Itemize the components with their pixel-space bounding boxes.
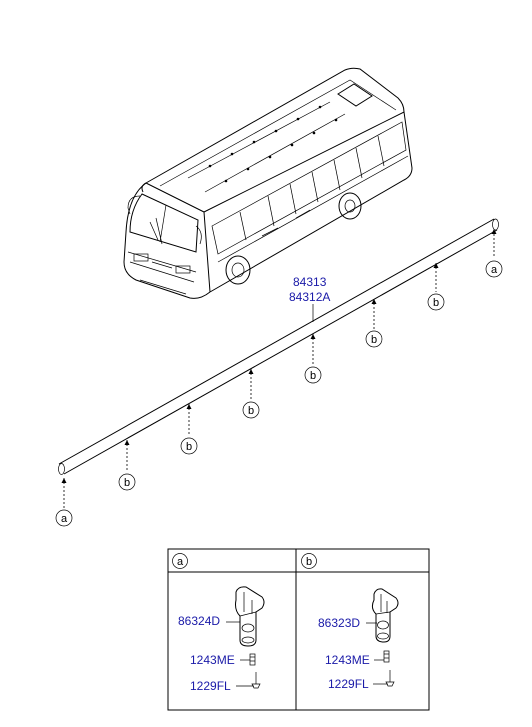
screw-a [251, 672, 261, 689]
callout-a-left: a [55, 478, 73, 527]
part-number-84312A: 84312A [289, 290, 330, 304]
detail-a-panel: a 86324D 1243ME 1229FL [172, 553, 265, 693]
callout-letter: b [371, 334, 377, 346]
callout-b-4: b [242, 369, 260, 419]
detail-a-letter: a [177, 556, 184, 568]
callout-b-6: b [118, 440, 136, 491]
part-number-1229FL-a: 1229FL [190, 679, 231, 693]
callout-b-3: b [304, 334, 322, 384]
part-number-86324D: 86324D [178, 614, 220, 628]
detail-table [167, 548, 430, 711]
rear-wheel [338, 192, 362, 220]
callout-letter: a [491, 264, 498, 276]
part-number-1243ME-a: 1243ME [190, 653, 235, 667]
bolt-a [249, 653, 256, 666]
part-number-1243ME-b: 1243ME [325, 653, 370, 667]
clip-bracket-b [371, 588, 399, 643]
screw-b [385, 670, 395, 687]
bus-illustration [123, 67, 413, 299]
callout-letter: b [433, 297, 439, 309]
clip-bracket-a [235, 586, 265, 647]
part-number-86323D: 86323D [318, 616, 360, 630]
callout-letter: b [124, 477, 130, 489]
roof-rail-fixings [208, 105, 338, 183]
detail-b-letter: b [306, 556, 312, 568]
part-number-1229FL-b: 1229FL [328, 677, 369, 691]
callout-b-5: b [180, 404, 198, 455]
callout-letter: b [248, 405, 254, 417]
part-number-84313: 84313 [293, 275, 327, 289]
callout-letter: b [186, 441, 192, 453]
moulding-strip [58, 218, 499, 475]
callout-a-right: a [485, 229, 503, 278]
callout-b-1: b [427, 263, 445, 311]
front-wheel [225, 255, 251, 285]
callout-b-2: b [365, 299, 383, 348]
detail-b-panel: b 86323D 1243ME 1229FL [301, 553, 399, 691]
callout-letter: b [310, 370, 316, 382]
bolt-b [383, 650, 390, 663]
callout-letter: a [61, 513, 68, 525]
